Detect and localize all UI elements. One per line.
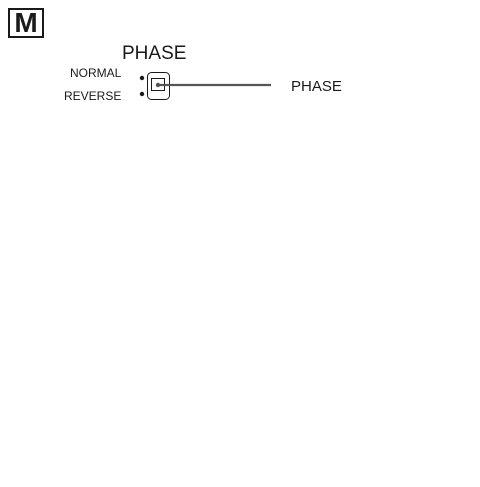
section-badge: M [8,8,44,38]
switch-graphic [139,72,271,100]
phase-switch-diagram: PHASE NORMAL REVERSE PHASE [0,0,480,140]
switch-title: PHASE [122,43,187,64]
reverse-position-dot [139,91,145,97]
callout-label: PHASE [291,78,342,95]
leader-dot [155,82,161,88]
normal-position-dot [139,75,145,81]
position-label-reverse: REVERSE [64,89,122,103]
position-label-normal: NORMAL [70,66,122,80]
